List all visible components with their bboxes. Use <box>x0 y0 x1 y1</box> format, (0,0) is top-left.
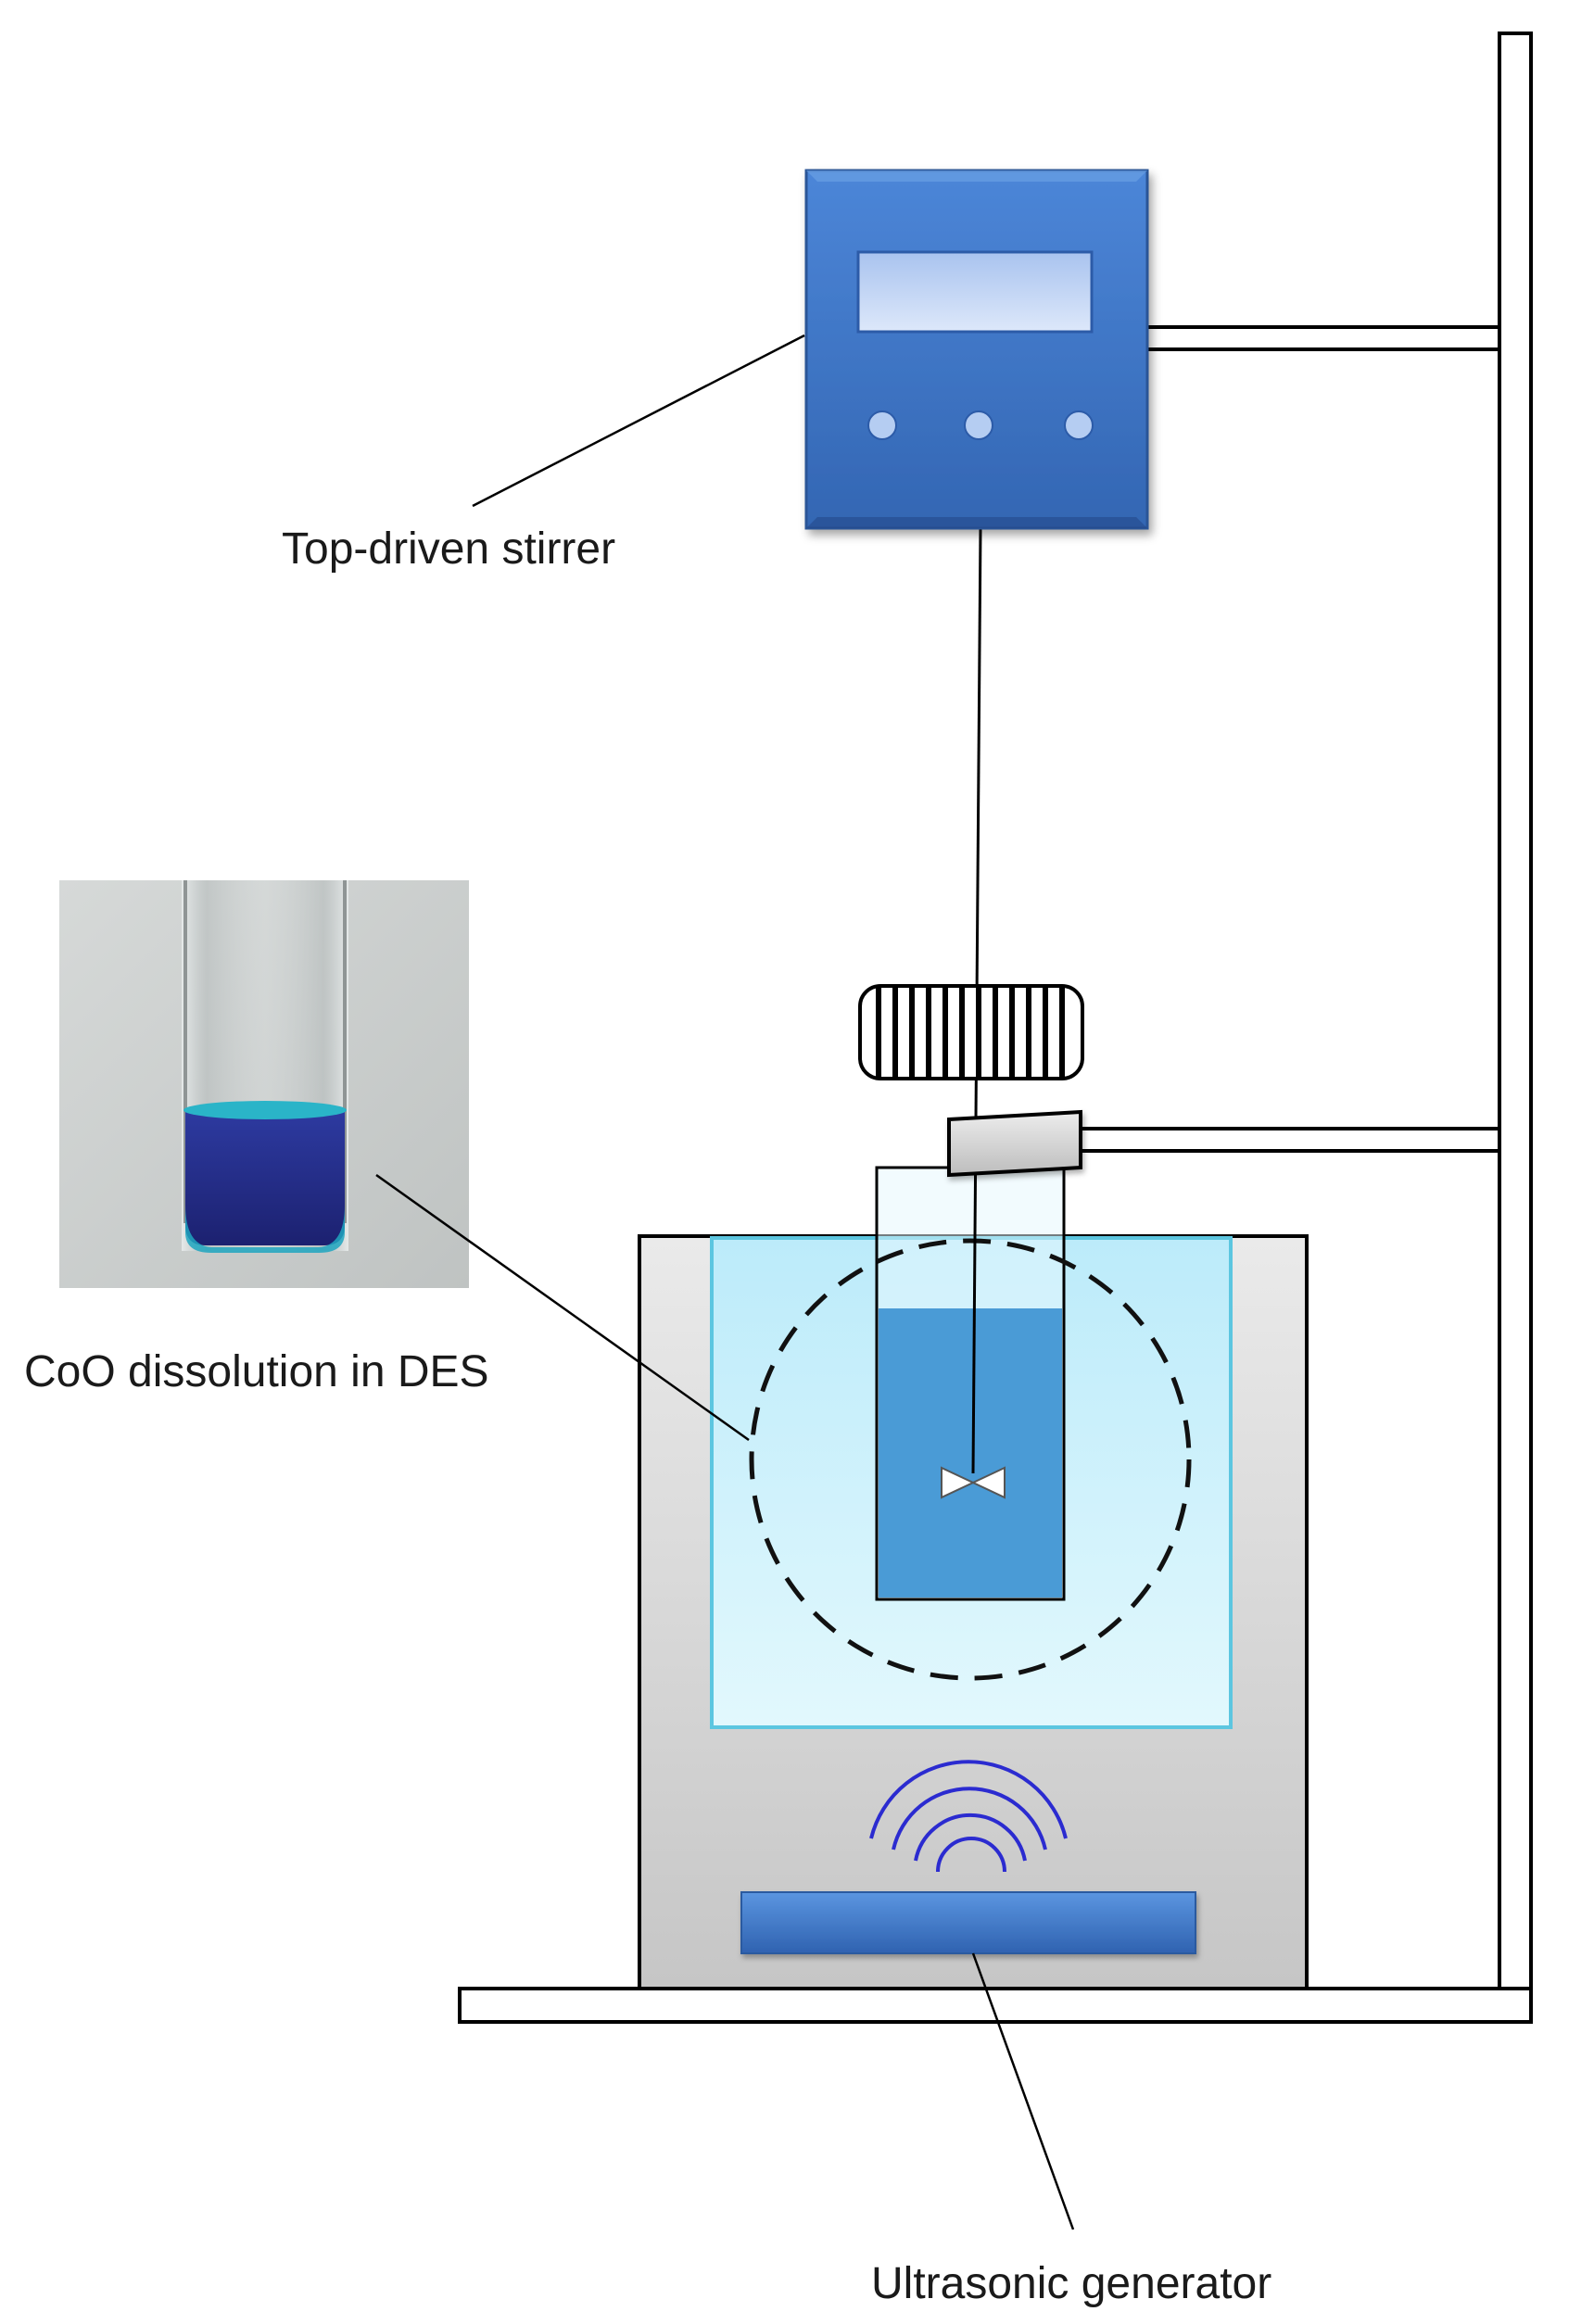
ultrasound-waves-icon <box>869 1760 1068 1873</box>
ribbed-vessel-cap <box>858 984 1084 1080</box>
reaction-vessel-liquid <box>879 1308 1062 1598</box>
stirrer-leader-line <box>472 334 805 508</box>
stirrer-button-middle <box>964 410 993 440</box>
dissolution-leader-line <box>375 1173 750 1442</box>
impeller-icon <box>941 1466 976 1499</box>
stirrer-button-left <box>867 410 897 440</box>
ultrasonic-zone-circle <box>749 1238 1192 1681</box>
top-driven-stirrer <box>804 169 1149 530</box>
clamp-support-arm <box>1079 1127 1501 1153</box>
stirrer-display <box>856 250 1094 334</box>
vial-liquid <box>185 1112 345 1245</box>
stirrer-label: Top-driven stirrer <box>282 524 615 574</box>
impeller-blade-right <box>970 1466 1006 1499</box>
ultrasonic-leader-line <box>971 1952 1075 2230</box>
ultrasonic-generator-bar <box>740 1891 1196 1954</box>
ultrasonic-generator-label: Ultrasonic generator <box>871 2259 1271 2308</box>
stand-pole <box>1498 32 1533 2024</box>
vessel-clamp <box>947 1109 1082 1178</box>
stirrer-button-right <box>1064 410 1094 440</box>
vial-liquid-meniscus <box>183 1101 347 1119</box>
vial-photo <box>59 880 469 1288</box>
dissolution-label: CoO dissolution in DES <box>24 1347 489 1396</box>
stirrer-support-arm <box>1144 325 1501 351</box>
